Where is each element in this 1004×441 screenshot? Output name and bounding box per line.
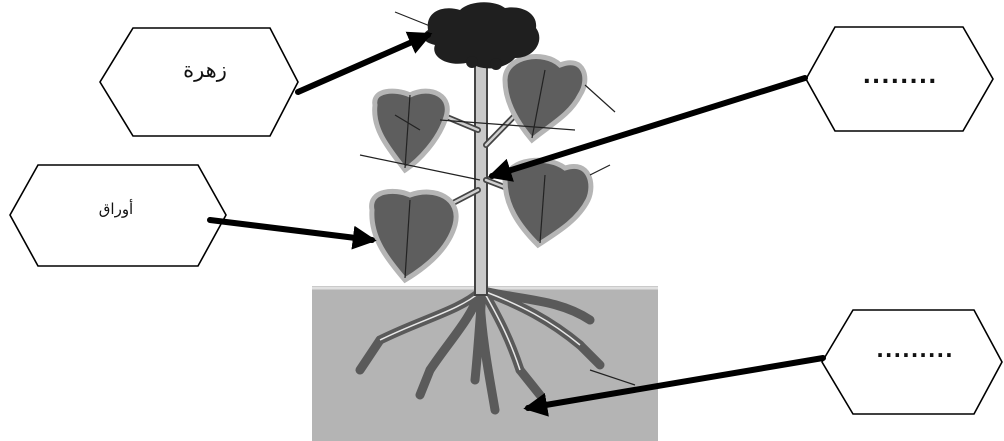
flower-label: زهرة bbox=[150, 58, 260, 82]
leaf-bottom-left bbox=[372, 191, 457, 280]
plant-stem bbox=[475, 50, 487, 295]
leaf-bottom-right bbox=[505, 160, 591, 245]
roots-label-box bbox=[822, 310, 1002, 414]
leaf-top-left bbox=[375, 91, 448, 170]
roots-label-blank: ......... bbox=[855, 338, 975, 362]
leaves-label: أوراق bbox=[66, 200, 166, 218]
leaves-arrow bbox=[210, 220, 372, 240]
flower-label-box bbox=[100, 28, 298, 136]
stem-label-blank: ........ bbox=[840, 64, 960, 89]
flower-arrow bbox=[298, 35, 428, 92]
